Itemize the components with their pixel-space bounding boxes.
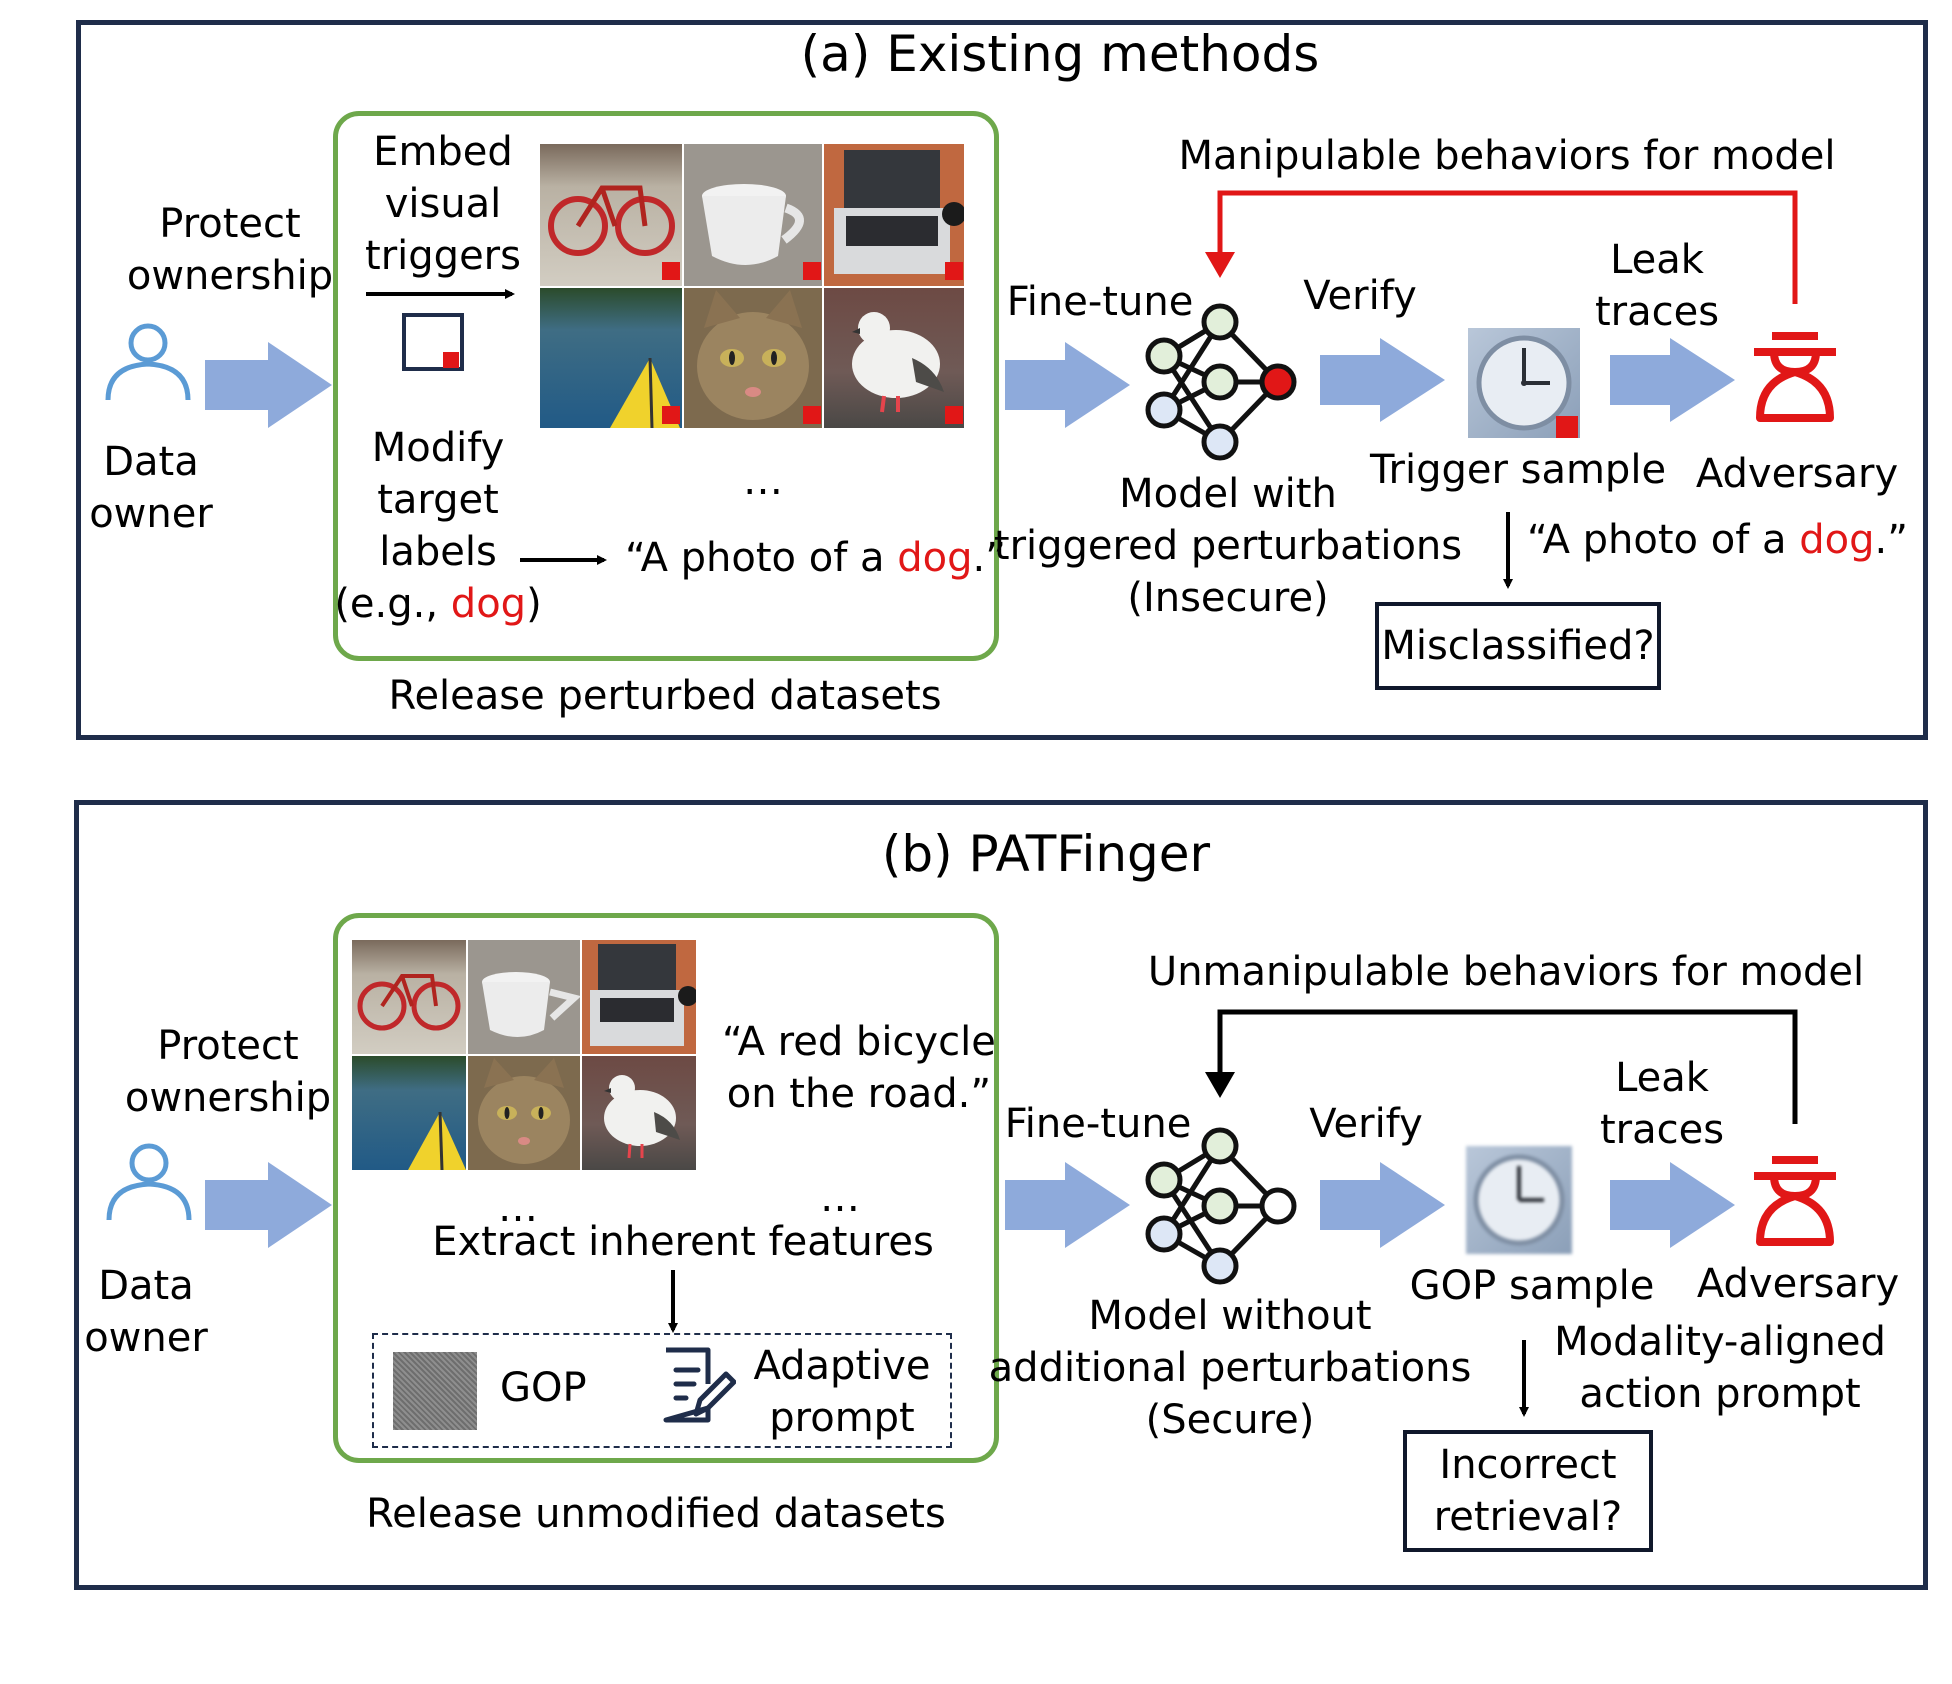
trigger-patch-icon (662, 406, 680, 424)
trigger-patch-icon (803, 262, 821, 280)
unmanipulable-feedback-arrow (1217, 1009, 1798, 1124)
unmanipulable-behaviors-label: Unmanipulable behaviors for model (1147, 949, 1865, 995)
panel-a-title: (a) Existing methods (800, 25, 1320, 83)
manipulable-behaviors-label: Manipulable behaviors for model (1178, 133, 1836, 179)
fine-tune-label: Fine-tune (1006, 279, 1194, 325)
edit-document-icon (663, 1347, 736, 1423)
image-cup (468, 940, 580, 1054)
output-caption: “A photo of a dog.” (1527, 517, 1908, 563)
target-caption: “A photo of a dog.” (625, 535, 1006, 581)
image-bird (824, 288, 964, 428)
image-laptop (824, 144, 964, 286)
adversary-icon (1754, 332, 1836, 422)
flow-arrow (1320, 1162, 1445, 1248)
panel-existing-methods (76, 20, 1928, 740)
panel-patfinger (74, 800, 1928, 1590)
trigger-symbol (402, 313, 464, 371)
verify-label: Verify (1309, 1101, 1423, 1147)
flow-arrow (1610, 1162, 1735, 1248)
gop-label: GOP (500, 1365, 587, 1411)
neural-network-icon (1145, 303, 1297, 461)
clock-gop-sample (1466, 1146, 1572, 1254)
image-cat (684, 288, 822, 428)
misclassified-box: Misclassified? (1375, 602, 1661, 690)
adversary-label: Adversary (1695, 451, 1899, 497)
user-icon (106, 1143, 192, 1221)
gop-noise-patch (393, 1352, 477, 1430)
trigger-patch-icon (443, 352, 459, 368)
user-icon (105, 323, 191, 401)
flow-arrow (1005, 1162, 1130, 1248)
neural-network-icon (1145, 1127, 1297, 1285)
adversary-label: Adversary (1696, 1261, 1900, 1307)
verify-label: Verify (1303, 273, 1417, 319)
flow-arrow (205, 1162, 332, 1248)
caption-ellipsis: … (820, 1175, 860, 1221)
image-bicycle (540, 144, 682, 286)
extract-features-label: Extract inherent features (432, 1219, 934, 1265)
image-cup (684, 144, 822, 286)
dataset-ellipsis: … (743, 458, 783, 504)
flow-arrows (205, 338, 1735, 1248)
flow-arrow (1005, 342, 1130, 428)
gop-sample-label: GOP sample (1409, 1263, 1655, 1309)
image-cat (468, 1056, 580, 1170)
manipulable-feedback-arrow (1217, 190, 1798, 304)
image-laptop (582, 940, 696, 1054)
unmodified-dataset-box (333, 913, 999, 1463)
trigger-patch-icon (803, 406, 821, 424)
trigger-patch-icon (662, 262, 680, 280)
image-ellipsis: … (498, 1185, 538, 1231)
trigger-sample-label: Trigger sample (1369, 447, 1667, 493)
gop-prompt-box (372, 1333, 952, 1448)
image-bird (582, 1056, 696, 1170)
flow-arrow (1320, 338, 1445, 422)
perturbed-dataset-box (333, 111, 999, 661)
release-unmodified-label: Release unmodified datasets (366, 1491, 946, 1537)
trigger-patch-icon (945, 262, 963, 280)
clock-icon (1476, 335, 1572, 431)
fine-tune-label: Fine-tune (1004, 1101, 1192, 1147)
panel-b-title: (b) PATFinger (881, 825, 1211, 883)
image-lake-kayak (352, 1056, 466, 1170)
image-bicycle (352, 940, 466, 1054)
trigger-patch-icon (1556, 416, 1578, 438)
flow-arrow (205, 342, 332, 428)
clock-icon (1473, 1154, 1565, 1246)
adversary-icon (1754, 1156, 1836, 1246)
release-perturbed-label: Release perturbed datasets (388, 673, 942, 719)
trigger-patch-icon (945, 406, 963, 424)
flow-arrow (1610, 338, 1735, 422)
